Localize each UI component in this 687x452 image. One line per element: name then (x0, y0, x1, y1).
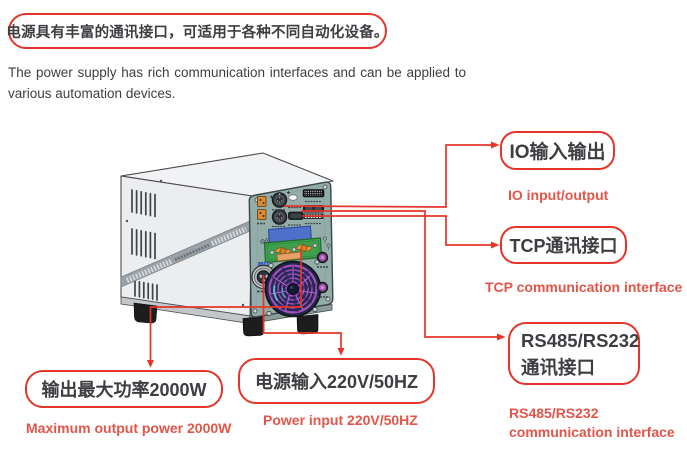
intro-paragraph: The power supply has rich communication … (8, 65, 466, 101)
callout-output-power-label: 输出最大功率2000W (41, 380, 207, 400)
rear-panel (248, 181, 334, 318)
indicator-window (288, 194, 298, 201)
callout-tcp-label: TCP通讯接口 (509, 236, 618, 256)
line-to-tcp (302, 215, 492, 246)
callout-rs485-line1: RS485/RS232 (521, 329, 640, 351)
callout-power-input-label: 电源输入220V/50HZ (254, 372, 419, 392)
fan-screws (266, 259, 320, 317)
vent-slots (131, 189, 158, 301)
din-connector-1 (271, 192, 288, 208)
headline-text: 电源具有丰富的通讯接口，可适用于各种不同自动化设备。 (6, 24, 389, 41)
standoffs (323, 236, 331, 250)
caption-rs485-line1: RS485/RS232 (509, 405, 599, 421)
callout-io: IO输入输出 (500, 131, 615, 170)
arrowheads (147, 141, 506, 368)
line-to-rs485 (301, 210, 498, 338)
cooling-fan (264, 259, 322, 318)
line-to-power-input (262, 275, 342, 348)
comm-port (303, 205, 324, 219)
serial-port (288, 211, 304, 220)
io-connector-orange (257, 196, 267, 207)
caption-rs485: RS485/RS232 communication interface (509, 404, 679, 442)
line-to-io (283, 144, 492, 208)
callout-power-input: 电源输入220V/50HZ (238, 358, 435, 404)
callout-rs485: RS485/RS232 通讯接口 (508, 322, 640, 385)
caption-tcp: TCP communication interface (485, 279, 683, 295)
caption-io: IO input/output (508, 187, 609, 203)
panel-corner-screws (252, 184, 331, 314)
din-connector-2 (271, 209, 288, 225)
caption-rs485-line2: communication interface (509, 424, 675, 440)
io-connector-orange-2 (257, 209, 267, 220)
callout-rs485-line2: 通讯接口 (521, 356, 596, 378)
callout-output-power: 输出最大功率2000W (25, 370, 223, 408)
callout-tcp: TCP通讯接口 (500, 226, 627, 264)
caption-output-power: Maximum output power 2000W (26, 420, 232, 436)
callout-io-label: IO输入输出 (509, 142, 606, 163)
line-to-output-power (149, 249, 302, 360)
device-chassis (120, 152, 334, 337)
wing-terminal-2 (295, 244, 313, 252)
output-terminal-block (263, 237, 323, 264)
chassis-screws (125, 179, 245, 307)
barcode-label (302, 189, 325, 198)
headline-banner: 电源具有丰富的通讯接口，可适用于各种不同自动化设备。 (6, 13, 389, 49)
callout-connector-lines (147, 141, 506, 368)
panel-silkscreen-text (272, 200, 322, 228)
caption-power-input: Power input 220V/50HZ (263, 412, 418, 428)
binding-posts (316, 251, 329, 298)
